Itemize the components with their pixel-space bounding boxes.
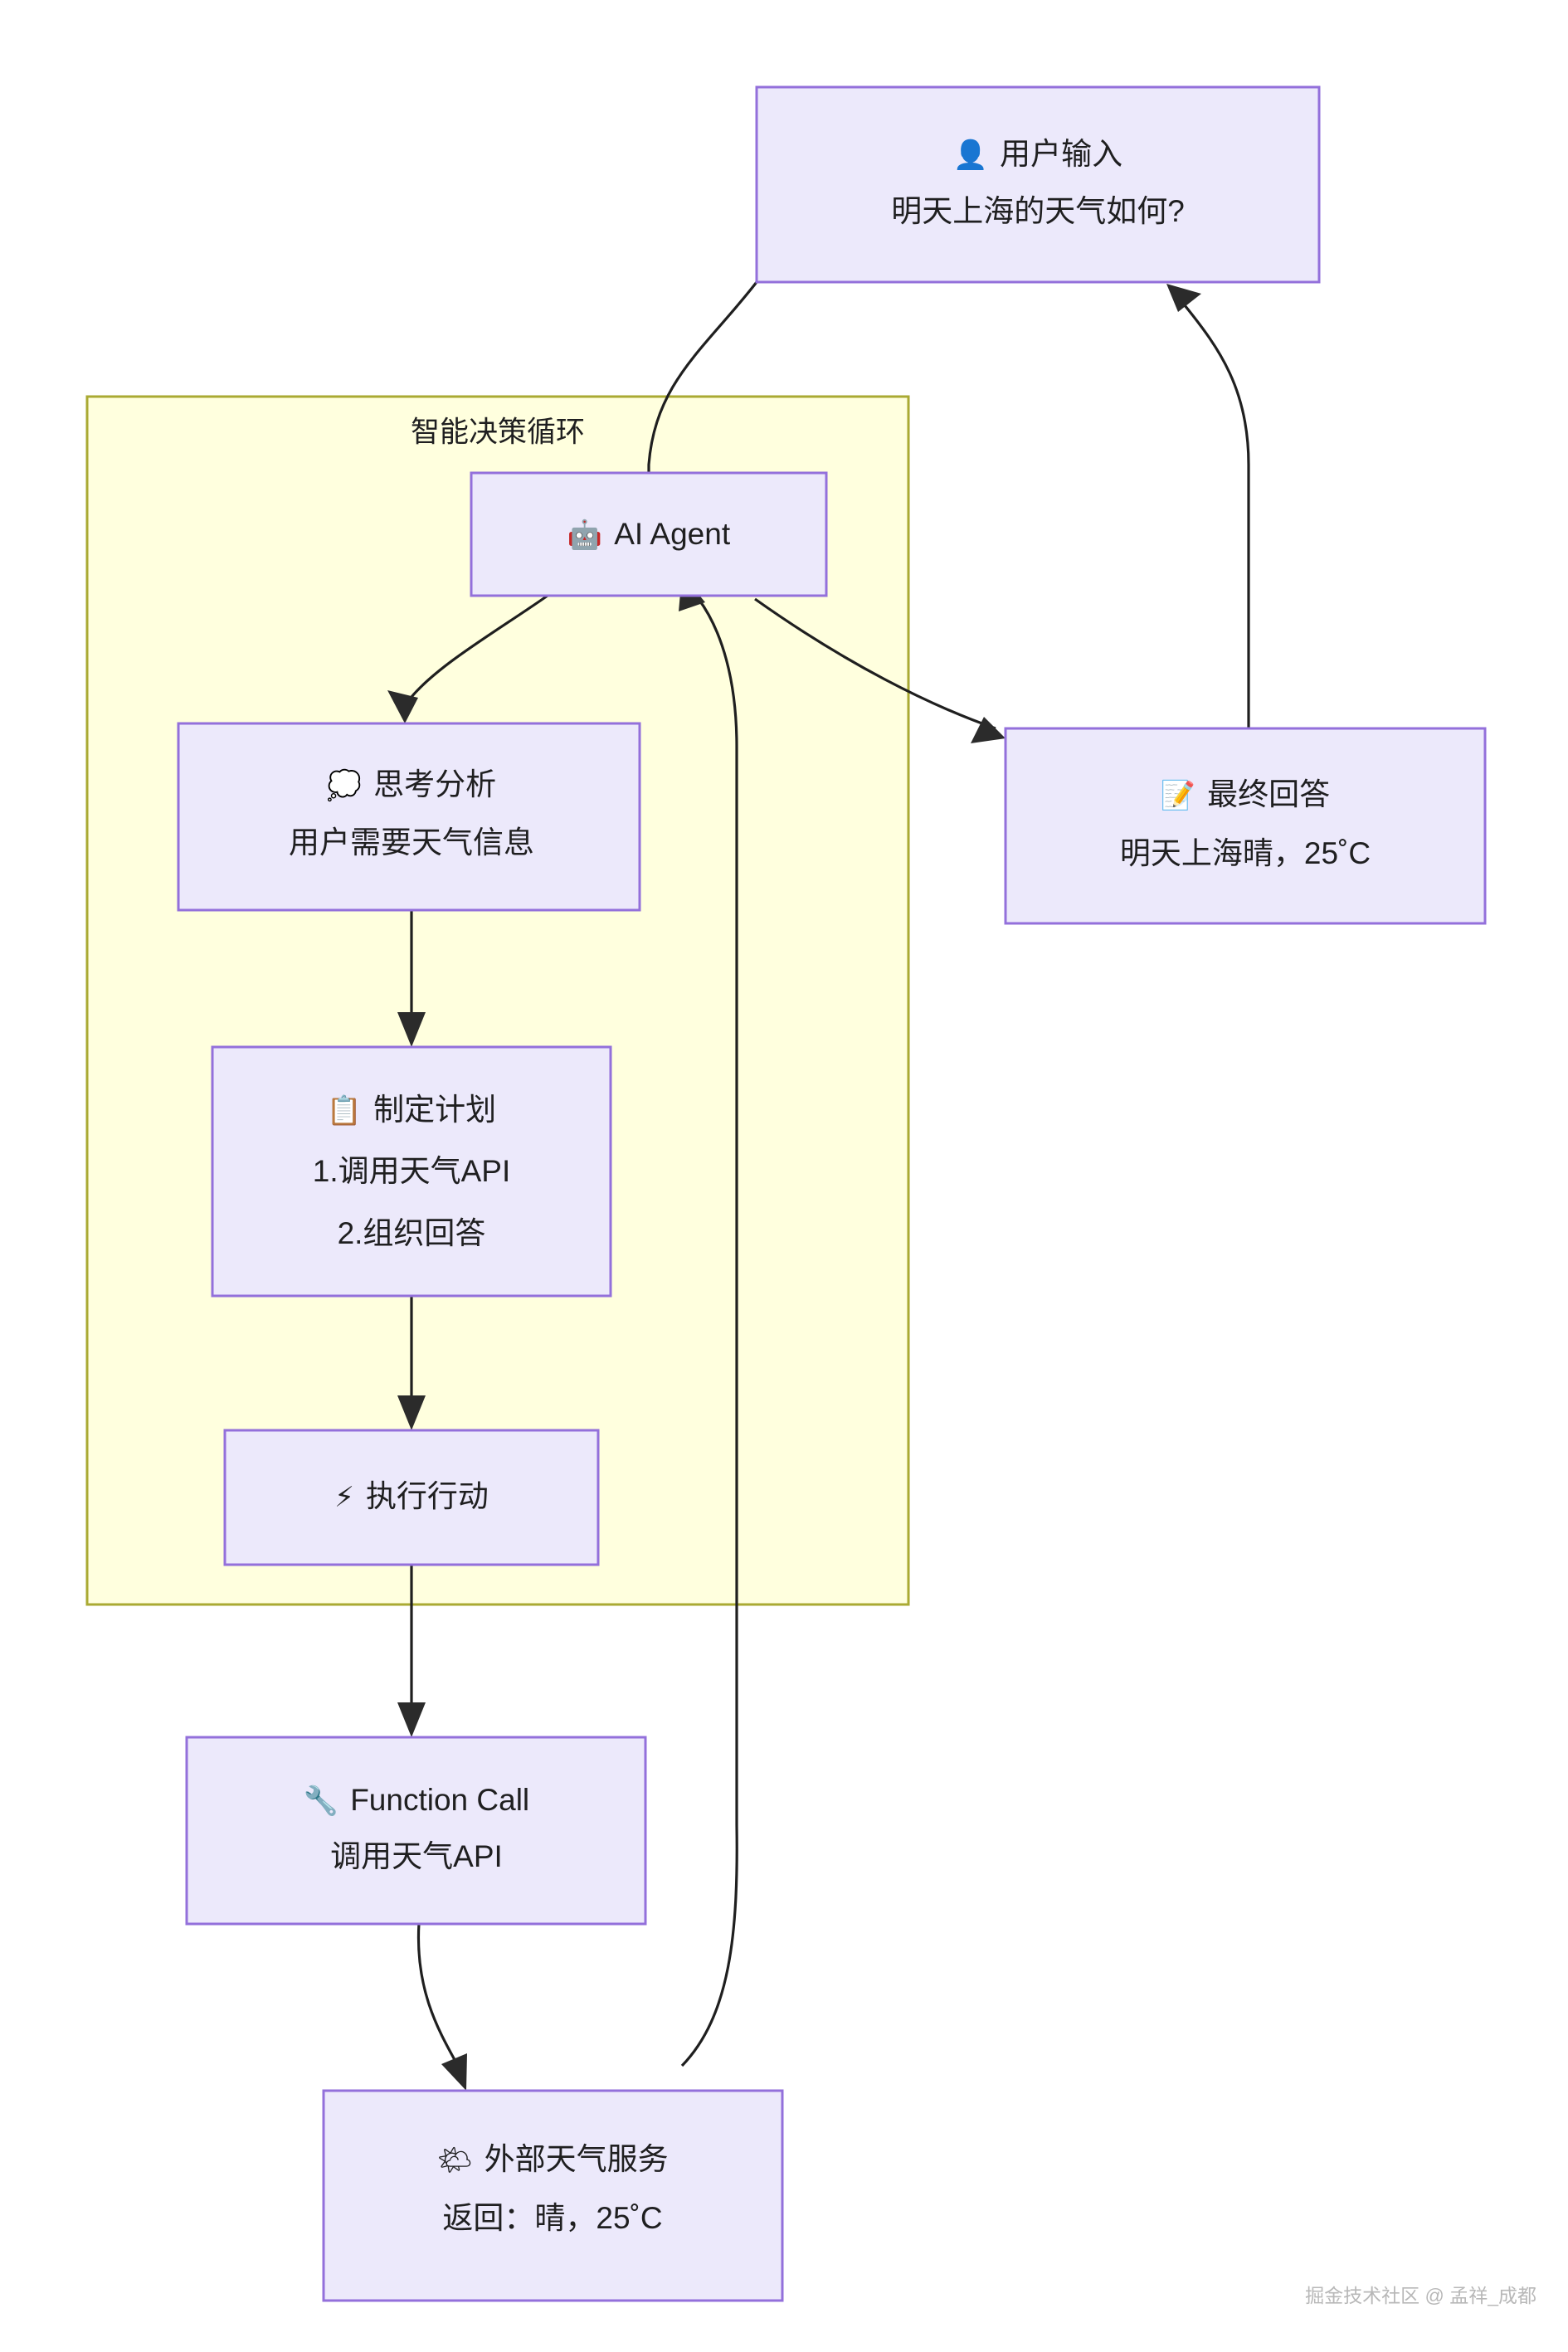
node-plan-box[interactable]: [211, 1045, 612, 1298]
node-final-answer-box[interactable]: [1004, 727, 1487, 925]
edge-ai-agent-to-think: [410, 594, 548, 699]
sun-behind-cloud-icon: 🌤: [436, 2144, 472, 2177]
node-user-input-box[interactable]: [755, 85, 1321, 284]
node-act-line1: ⚡执行行动: [334, 1479, 489, 1514]
node-plan-line3: 2.组织回答: [338, 1216, 486, 1250]
robot-icon: 🤖: [567, 519, 602, 552]
node-final-answer-line2: 明天上海晴，25˚C: [1120, 836, 1371, 870]
node-plan-line1: 📋制定计划: [327, 1093, 496, 1127]
node-ai-agent[interactable]: 🤖AI Agent: [470, 471, 828, 597]
arrowhead-act-to-function-call: [397, 1702, 426, 1737]
node-think-line2: 用户需要天气信息: [289, 825, 534, 859]
edge-weather-service-to-ai-agent: [680, 598, 738, 2067]
watermark: 掘金技术社区 @ 孟祥_成都: [1305, 2285, 1536, 2306]
thought-balloon-icon: 💭: [327, 768, 362, 802]
edge-ai-agent-to-final-answer: [754, 597, 996, 730]
node-ai-agent-box[interactable]: [470, 471, 828, 597]
cluster-decision-loop: 智能决策循环: [85, 395, 910, 1606]
arrowhead-plan-to-act: [397, 1395, 426, 1430]
node-think-line1: 💭思考分析: [327, 767, 496, 802]
arrowhead-ai-agent-to-think: [387, 690, 418, 723]
node-act-box[interactable]: [223, 1429, 600, 1566]
arrowhead-function-call-to-weather-service: [441, 2053, 467, 2091]
node-weather-service-box[interactable]: [322, 2089, 784, 2302]
edge-final-answer-to-user-input: [1183, 304, 1250, 730]
cluster-title: 智能决策循环: [411, 416, 585, 448]
cluster-box: [85, 395, 910, 1606]
edge-layer: [387, 281, 1250, 2091]
edge-user-input-to-ai-agent: [647, 281, 758, 504]
node-user-input-line1: 👤用户输入: [953, 137, 1122, 172]
node-weather-service-line1: 🌤外部天气服务: [436, 2142, 668, 2177]
node-final-answer-line1: 📝最终回答: [1161, 777, 1330, 812]
high-voltage-icon: ⚡: [334, 1481, 354, 1514]
clipboard-icon: 📋: [327, 1094, 362, 1127]
edge-function-call-to-weather-service: [416, 1922, 460, 2067]
node-think[interactable]: 💭思考分析 用户需要天气信息: [177, 722, 641, 912]
node-think-box[interactable]: [177, 722, 641, 912]
arrowhead-final-answer-to-user-input: [1166, 284, 1201, 312]
node-user-input[interactable]: 👤用户输入 明天上海的天气如何?: [755, 85, 1321, 284]
node-function-call[interactable]: 🔧Function Call 调用天气API: [185, 1736, 647, 1926]
node-weather-service-line2: 返回：晴，25˚C: [442, 2201, 662, 2235]
node-user-input-line2: 明天上海的天气如何?: [891, 194, 1185, 228]
node-plan-line2: 1.调用天气API: [313, 1154, 511, 1188]
node-act[interactable]: ⚡执行行动: [223, 1429, 600, 1566]
bust-in-silhouette-icon: 👤: [953, 139, 988, 172]
arrowhead-think-to-plan: [397, 1012, 426, 1047]
node-ai-agent-line1: 🤖AI Agent: [567, 517, 731, 552]
arrowhead-ai-agent-to-final-answer: [971, 717, 1006, 743]
node-function-call-line2: 调用天气API: [330, 1839, 503, 1873]
node-function-call-line1: 🔧Function Call: [304, 1783, 529, 1818]
node-plan[interactable]: 📋制定计划 1.调用天气API 2.组织回答: [211, 1045, 612, 1298]
node-function-call-box[interactable]: [185, 1736, 647, 1926]
node-weather-service[interactable]: 🌤外部天气服务 返回：晴，25˚C: [322, 2089, 784, 2302]
wrench-icon: 🔧: [304, 1784, 338, 1818]
node-final-answer[interactable]: 📝最终回答 明天上海晴，25˚C: [1004, 727, 1487, 925]
memo-icon: 📝: [1161, 779, 1195, 812]
